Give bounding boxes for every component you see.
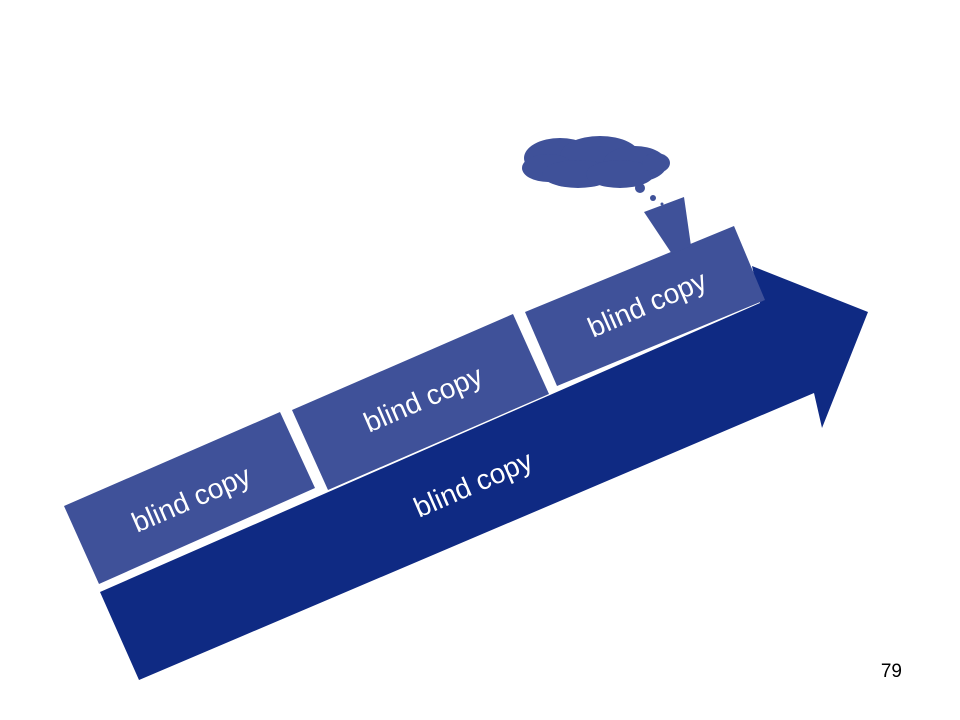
main-arrow-shape	[100, 266, 868, 680]
step-box-2: blind copy	[292, 314, 549, 490]
page-number: 79	[880, 661, 902, 682]
thought-bubble-dot	[650, 195, 656, 201]
step-box-3-shape	[525, 226, 765, 386]
step-box-1-shape	[64, 412, 315, 584]
thought-bubble-pointer	[644, 197, 691, 254]
thought-cloud-shape	[522, 136, 670, 188]
thought-bubble	[522, 136, 691, 254]
step-box-2-shape	[292, 314, 549, 490]
thought-bubble-dot	[660, 202, 664, 206]
